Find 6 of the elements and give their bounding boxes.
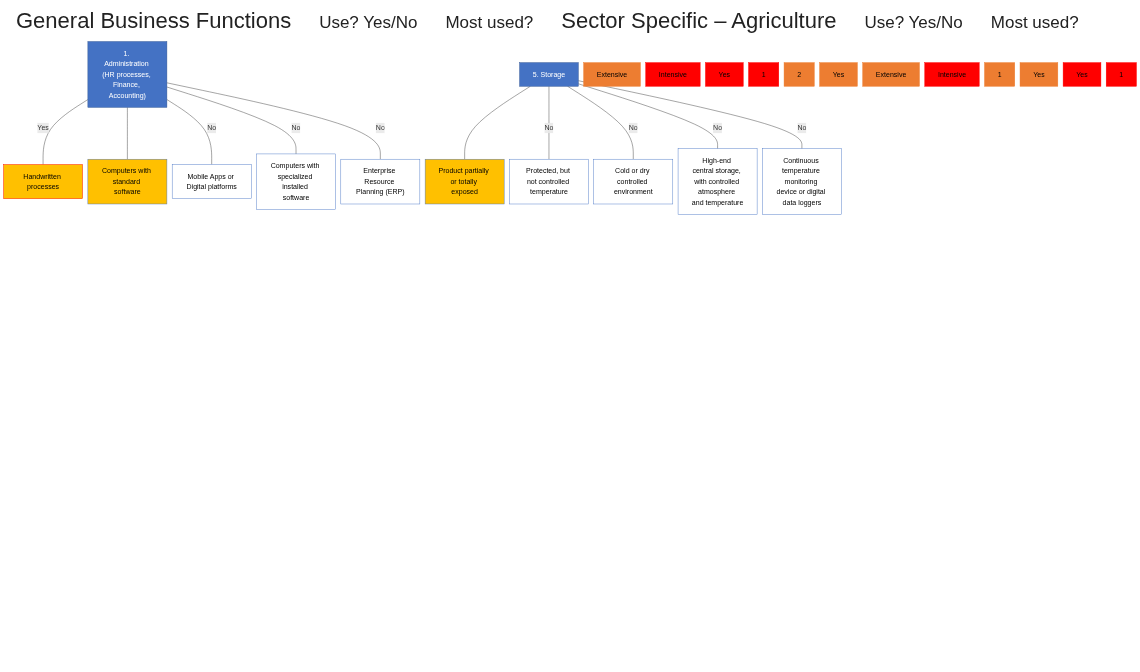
heading: Sector Specific – Agriculture	[561, 8, 837, 34]
note-text: Most used?	[445, 13, 534, 33]
note-text: Most used?	[990, 13, 1079, 33]
note-text: Use? Yes/No	[864, 13, 963, 33]
heading: General Business Functions	[16, 8, 292, 34]
note-text: Use? Yes/No	[319, 13, 418, 33]
